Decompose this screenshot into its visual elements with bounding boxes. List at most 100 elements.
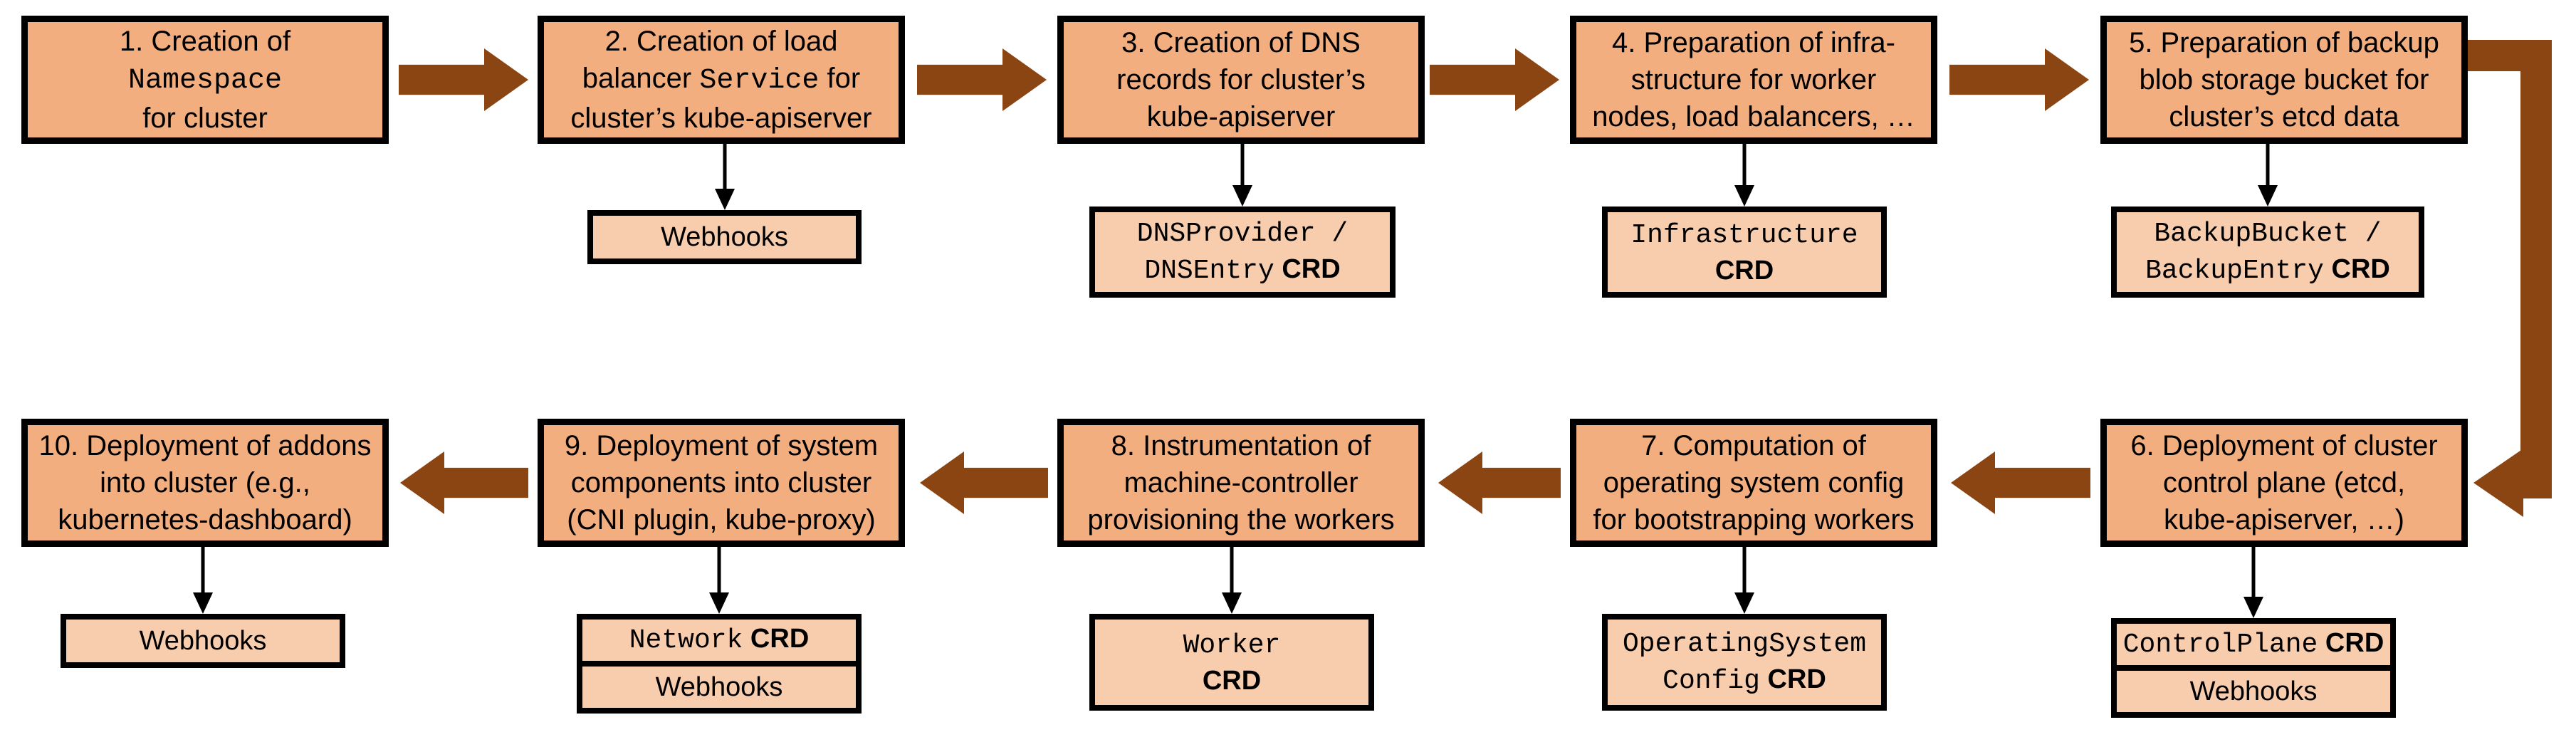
- text-run: Webhooks: [139, 625, 267, 656]
- text-run: machine-controller: [1124, 467, 1358, 498]
- text-run: for cluster: [142, 103, 268, 134]
- link-arrow-step8: [1222, 547, 1242, 614]
- step-label-line: 10. Deployment of addons: [35, 427, 375, 464]
- process-step-step8[interactable]: 8. Instrumentation of machine-controller p…: [1057, 419, 1425, 547]
- step-label-line: operating system config: [1583, 464, 1924, 501]
- step-label-line: kube-apiserver, …): [2114, 501, 2454, 538]
- step-label: 10. Deployment of addons into cluster (e.…: [35, 427, 375, 538]
- text-run: CRD: [2318, 628, 2384, 659]
- artifact-cell: Webhooks: [582, 661, 856, 708]
- artifact-box-step10[interactable]: Webhooks: [61, 614, 345, 668]
- text-run: Network: [629, 625, 743, 657]
- step-label: 5. Preparation of backup blob storage buc…: [2114, 24, 2454, 135]
- link-arrow-step3: [1232, 144, 1252, 207]
- step-label-line: cluster’s kube-apiserver: [551, 100, 891, 137]
- text-run: for bootstrapping workers: [1593, 504, 1915, 535]
- step-label-line: provisioning the workers: [1071, 501, 1411, 538]
- text-run: blob storage bucket for: [2139, 64, 2429, 95]
- text-run: 8. Instrumentation of: [1111, 430, 1371, 461]
- artifact-cell: ControlPlane CRD: [2117, 624, 2390, 665]
- artifact-cell: Network CRD: [582, 620, 856, 661]
- arrow-step1-to-step2: [399, 48, 528, 111]
- process-step-step7[interactable]: 7. Computation of operating system config…: [1570, 419, 1937, 547]
- text-run: 7. Computation of: [1641, 430, 1866, 461]
- step-label-line: machine-controller: [1071, 464, 1411, 501]
- step-label-line: 1. Creation of: [35, 23, 375, 60]
- text-run: CRD: [1714, 255, 1774, 286]
- artifact-box-step6[interactable]: ControlPlane CRD Webhooks: [2111, 618, 2396, 718]
- step-label-line: into cluster (e.g.,: [35, 464, 375, 501]
- text-run: kube-apiserver: [1146, 101, 1336, 132]
- step-label: 3. Creation of DNS records for cluster’s k…: [1071, 24, 1411, 135]
- text-run: records for cluster’s: [1116, 64, 1366, 95]
- step-label-line: 4. Preparation of infra-: [1583, 24, 1924, 61]
- link-arrow-step10: [193, 547, 213, 614]
- step-label-line: 6. Deployment of cluster: [2114, 427, 2454, 464]
- link-arrow-step5: [2258, 144, 2278, 207]
- text-run: 5. Preparation of backup: [2129, 27, 2439, 58]
- arrow-step9-to-step10: [920, 451, 1048, 514]
- text-run: 10. Deployment of addons: [38, 430, 372, 461]
- arrow-step4-to-step5: [1949, 48, 2089, 111]
- step-label-line: 3. Creation of DNS: [1071, 24, 1411, 61]
- text-run: (CNI plugin, kube-proxy): [567, 504, 876, 535]
- text-run: 3. Creation of DNS: [1121, 27, 1361, 58]
- text-run: for: [819, 63, 861, 94]
- arrow-step7-to-step8: [1951, 451, 2090, 514]
- link-arrow-step6: [2243, 547, 2263, 618]
- link-arrow-step9: [709, 547, 729, 614]
- step-label-line: for bootstrapping workers: [1583, 501, 1924, 538]
- process-step-step5[interactable]: 5. Preparation of backup blob storage buc…: [2100, 16, 2468, 144]
- step-label-line: 9. Deployment of system: [551, 427, 891, 464]
- step-label-line: (CNI plugin, kube-proxy): [551, 501, 891, 538]
- text-run: control plane (etcd,: [2162, 467, 2406, 498]
- text-run: BackupEntry: [2145, 256, 2324, 286]
- text-run: cluster’s etcd data: [2169, 101, 2399, 132]
- text-run: CRD: [2323, 254, 2390, 284]
- step-label-line: 8. Instrumentation of: [1071, 427, 1411, 464]
- step-label-line: records for cluster’s: [1071, 61, 1411, 98]
- process-step-step1[interactable]: 1. Creation of Namespace for cluster: [21, 16, 389, 144]
- text-run: provisioning the workers: [1087, 504, 1395, 535]
- text-run: Service: [699, 65, 820, 97]
- text-run: 1. Creation of: [119, 26, 291, 57]
- process-step-step10[interactable]: 10. Deployment of addons into cluster (e.…: [21, 419, 389, 547]
- text-run: 9. Deployment of system: [564, 430, 879, 461]
- text-run: CRD: [1759, 664, 1826, 694]
- artifact-label: Webhooks: [140, 624, 267, 659]
- text-run: operating system config: [1603, 467, 1905, 498]
- artifact-label: BackupBucket / BackupEntry CRD: [2145, 215, 2390, 288]
- text-run: into cluster (e.g.,: [100, 467, 310, 498]
- text-run: Webhooks: [661, 221, 788, 252]
- artifact-box-step3[interactable]: DNSProvider /DNSEntry CRD: [1089, 207, 1396, 298]
- step-label-line: kubernetes-dashboard): [35, 501, 375, 538]
- artifact-box-step5[interactable]: BackupBucket / BackupEntry CRD: [2111, 207, 2424, 298]
- text-run: Namespace: [127, 65, 283, 97]
- artifact-box-step2[interactable]: Webhooks: [587, 210, 862, 264]
- artifact-label: Webhooks: [661, 220, 788, 255]
- artifact-label: DNSProvider /DNSEntry CRD: [1137, 215, 1348, 288]
- text-run: 2. Creation of load: [604, 26, 838, 57]
- process-step-step3[interactable]: 3. Creation of DNS records for cluster’s k…: [1057, 16, 1425, 144]
- process-step-step4[interactable]: 4. Preparation of infra-structure for wo…: [1570, 16, 1937, 144]
- step-label-line: 2. Creation of load: [551, 23, 891, 60]
- step-label-line: control plane (etcd,: [2114, 464, 2454, 501]
- text-run: BackupBucket /: [2154, 219, 2382, 250]
- text-run: Webhooks: [2189, 676, 2318, 706]
- text-run: OperatingSystem: [1622, 629, 1867, 660]
- link-arrow-step7: [1734, 547, 1754, 614]
- step-label-line: Namespace: [35, 60, 375, 100]
